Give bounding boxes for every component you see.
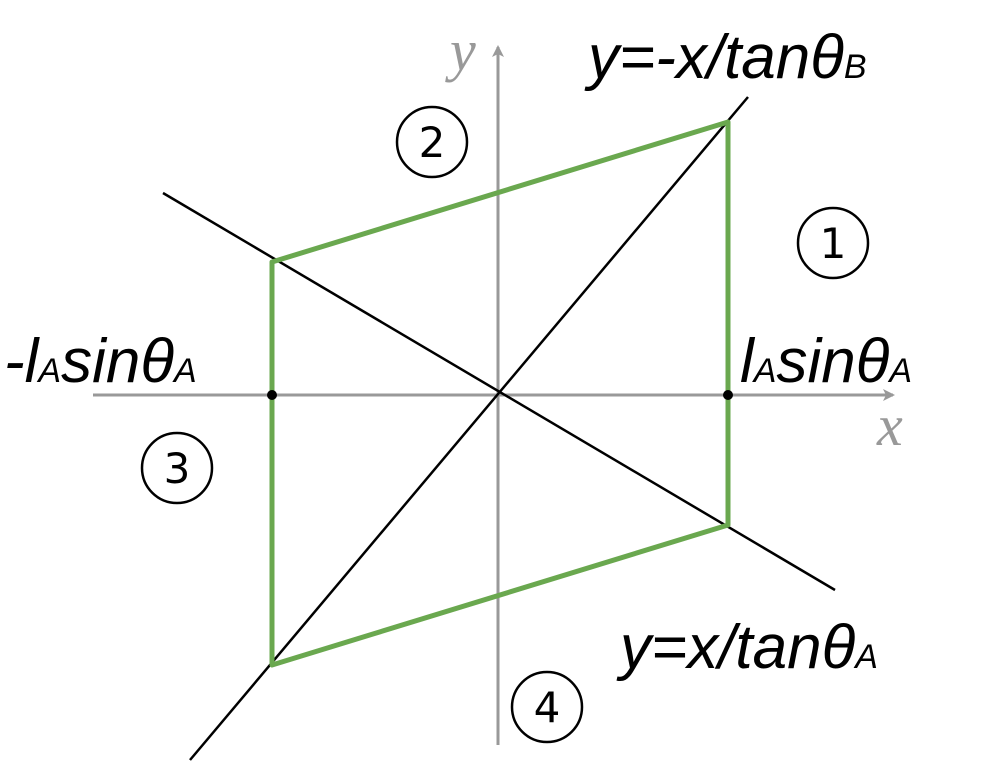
right-intercept-point [723, 390, 733, 400]
region-marker-4: 4 [510, 670, 584, 744]
svg-text:2: 2 [419, 118, 446, 167]
right-point-label: lAsinθA [740, 327, 912, 396]
left-intercept-point [267, 390, 277, 400]
svg-text:3: 3 [164, 444, 191, 493]
region-marker-2: 2 [395, 105, 469, 179]
positive-slope-line [189, 96, 749, 761]
upper-line-label: y=-x/tanθB [584, 23, 867, 92]
region-outline [269, 119, 731, 668]
svg-text:1: 1 [820, 219, 847, 268]
lower-line-label: y=x/tanθA [616, 613, 878, 682]
svg-text:4: 4 [534, 683, 561, 732]
region-marker-3: 3 [140, 431, 214, 505]
x-axis-label: x [876, 393, 903, 458]
y-axis-label: y [445, 18, 476, 83]
left-point-label: -lAsinθA [4, 327, 197, 396]
region-marker-1: 1 [796, 206, 870, 280]
